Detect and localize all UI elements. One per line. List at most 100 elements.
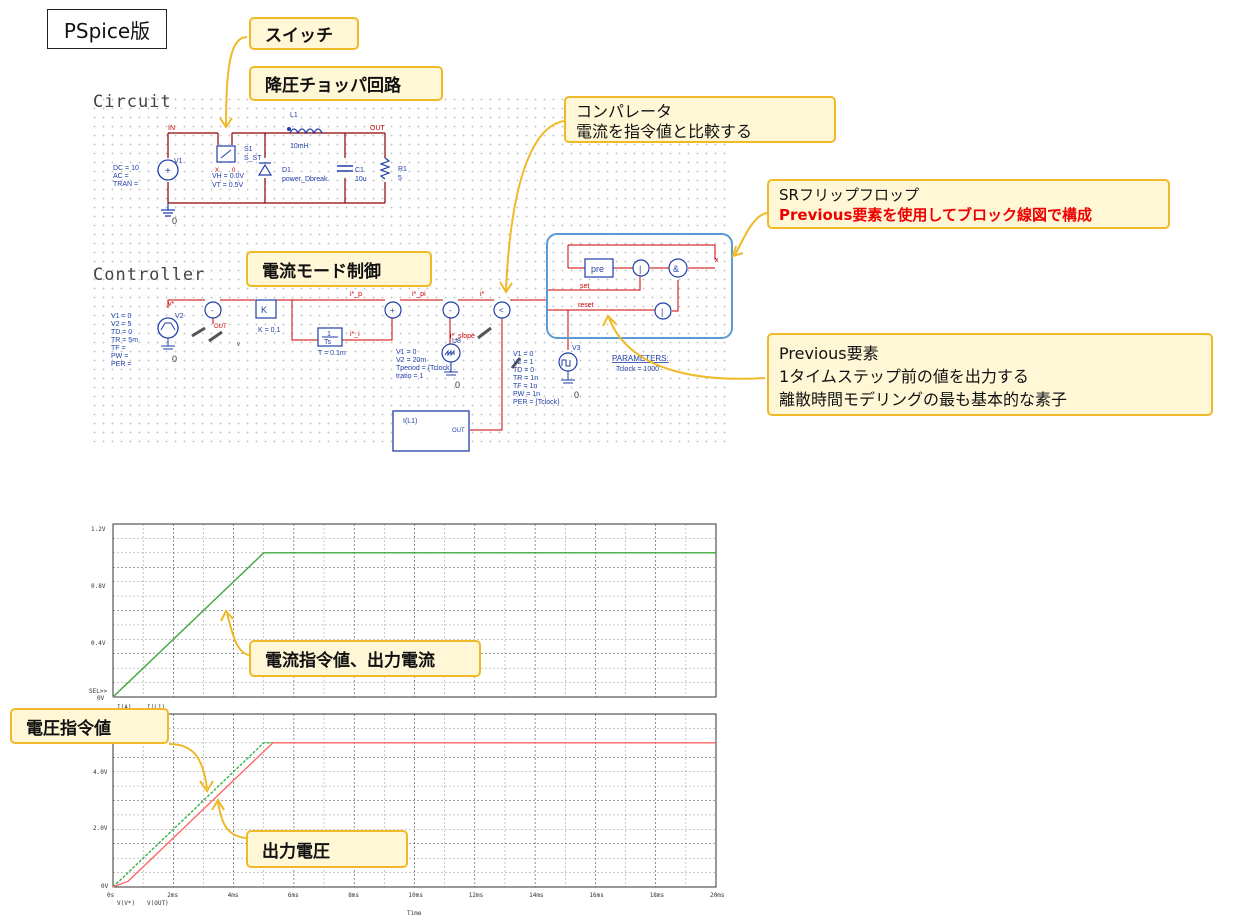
v3-param-3: TR = 1n [513, 375, 538, 382]
v1-param-0: DC = 10 [113, 165, 139, 172]
callout-previous-line1: Previous要素 [779, 344, 879, 363]
and-gate [668, 258, 688, 278]
sr-flipflop-group [546, 233, 733, 339]
previous-block [584, 258, 614, 278]
v2-param-4: TF = [111, 345, 126, 352]
l1-label: L1 [290, 112, 298, 119]
istar-net: i* [480, 291, 485, 298]
callout-srff-line2: Previous要素を使用してブロック線図で構成 [779, 206, 1092, 224]
ground-label-v3: 0 [574, 390, 579, 400]
waveform-current: 1.2V 0.8V 0.4V SEL>> 0V I(A) I(L1) [89, 523, 717, 711]
xlabel-time: Time [407, 910, 422, 917]
series-line-v-out- [112, 742, 716, 888]
ytick-2.0: 2.0V [93, 825, 108, 832]
legend-ia: I(A) [117, 704, 131, 711]
net-out: OUT [370, 125, 386, 132]
v3-param-0: V1 = 0 [513, 351, 534, 358]
callout-previous: Previous要素 1タイムステップ前の値を出力する 離散時間モデリングの最も… [767, 333, 1213, 416]
v2-source [157, 317, 179, 339]
xtick-8ms: 8ms [348, 892, 359, 899]
out-net: OUT [214, 324, 227, 330]
v1-source [157, 159, 179, 181]
legend-il1: I(L1) [147, 704, 165, 711]
svg-text:+: + [165, 166, 171, 177]
x-net: x [715, 257, 719, 264]
xtick-6ms: 6ms [288, 892, 299, 899]
section-circuit: Circuit [93, 92, 172, 112]
s1-model: S_ST [244, 155, 262, 162]
ipi-net: i*_pi [412, 291, 426, 298]
current-probe-il1 [392, 410, 470, 452]
d1-label: D1 [282, 167, 291, 174]
parameters-title: PARAMETERS: [612, 354, 669, 363]
or-symbol-1: | [639, 264, 641, 274]
or-gate-1 [632, 259, 650, 277]
cursor-label: SEL>> [89, 688, 107, 695]
v2-param-1: V2 = 5 [111, 321, 132, 328]
ytick-4.0: 4.0V [93, 769, 108, 776]
c1-label: C1 [355, 167, 364, 174]
and-symbol: & [673, 264, 679, 274]
arrow-switch [225, 36, 248, 126]
gain-block-k [255, 299, 277, 319]
r1-label: R1 [398, 166, 407, 173]
callout-srff: SRフリップフロップ Previous要素を使用してブロック線図で構成 [767, 179, 1170, 229]
callout-wave-vref: 電圧指令値 [10, 708, 169, 744]
callout-srff-line1: SRフリップフロップ [779, 186, 919, 204]
ground-label-v2: 0 [172, 354, 177, 364]
legend-vstar: V(V*) [117, 900, 135, 907]
page-title: PSpice版 [47, 9, 167, 49]
sum-junction-3 [442, 301, 460, 319]
xtick-12ms: 12ms [469, 892, 484, 899]
net-in: IN [168, 125, 175, 132]
parameters-value: Tclock = 1000 [616, 366, 659, 373]
svg-text:-: - [449, 306, 452, 315]
xtick-16ms: 16ms [589, 892, 604, 899]
k-value: K = 0.1 [258, 327, 280, 334]
ground-label-circuit: 0 [172, 216, 177, 226]
d1-model: power_Dbreak [282, 176, 328, 183]
callout-previous-line2: 1タイムステップ前の値を出力する [779, 367, 1029, 386]
ytick-0.8: 0.8V [91, 583, 106, 590]
sum-junction-2 [384, 301, 402, 319]
arrow-comparator [505, 120, 565, 291]
r1-resistor [379, 157, 391, 180]
v3-param-5: PW = 1n [513, 391, 540, 398]
circuit-wires [167, 132, 386, 204]
l1-value: 10mH [290, 143, 309, 150]
c1-value: 10u [355, 176, 367, 183]
or-symbol-2: | [661, 307, 663, 317]
xtick-0s: 0s [107, 892, 115, 899]
u8-param-2: Tperiod = {Tclock} [396, 365, 452, 372]
v3-param-4: TF = 1n [513, 383, 537, 390]
callout-previous-line3: 離散時間モデリングの最も基本的な素子 [779, 390, 1068, 409]
ground-circuit [161, 203, 175, 217]
u8-param-0: V1 = 0 [396, 349, 417, 356]
v3-param-6: PER = {Tclock} [513, 399, 560, 406]
d1-diode [257, 162, 273, 176]
set-net: set [580, 283, 589, 290]
ytick-0: 0V [97, 695, 105, 702]
xtick-18ms: 18ms [650, 892, 665, 899]
l1-inductor [289, 128, 323, 135]
v1-param-2: TRAN = [113, 181, 138, 188]
v3-param-2: TD = 0 [513, 367, 534, 374]
svg-text:<: < [499, 306, 504, 315]
u8-param-1: V2 = 20m [396, 357, 426, 364]
ii-net: i*_i [350, 331, 360, 338]
v2-param-5: PW = [111, 353, 128, 360]
s1-param-1: VT = 0.5V [212, 182, 244, 189]
ip-net: i*_p [350, 291, 362, 298]
callout-buck: 降圧チョッパ回路 [249, 66, 443, 101]
svg-text:X: X [215, 168, 219, 174]
c1-capacitor [337, 165, 353, 172]
callout-current-mode: 電流モード制御 [246, 251, 432, 287]
series-line-i-a- [112, 552, 716, 698]
callout-wave-vout: 出力電圧 [246, 830, 408, 868]
v-node: v [237, 342, 240, 348]
xtick-14ms: 14ms [529, 892, 544, 899]
v2-param-0: V1 = 0 [111, 313, 132, 320]
v1-label: V1 [174, 158, 183, 165]
v2-param-2: TD = 0 [111, 329, 132, 336]
